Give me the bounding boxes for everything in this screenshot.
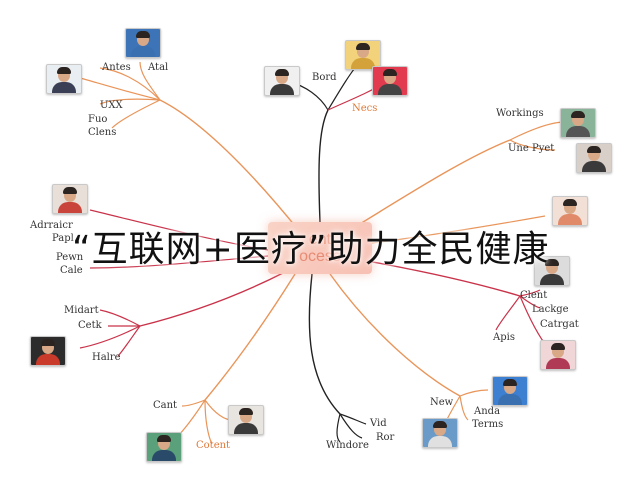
branch-bord (318, 109, 329, 223)
label-anda: Anda (474, 406, 501, 417)
branch-content-b (204, 399, 213, 445)
branch-pewn (89, 255, 269, 269)
label-uxx: UXX (100, 100, 123, 111)
branch-terms (329, 273, 461, 397)
center-node: ent ocess (268, 222, 372, 274)
branch-midart-d (117, 325, 141, 357)
avatar-adriaici (52, 184, 88, 214)
branch-client-b (519, 295, 541, 309)
label-necs: Necs (352, 103, 378, 114)
label-bord: Bord (312, 72, 337, 83)
label-adriaici: Adrraicr (30, 220, 73, 231)
branch-antes-b (139, 61, 161, 101)
branch-content-a (181, 399, 206, 407)
branch-client (349, 257, 521, 297)
branch-midart-a (99, 309, 141, 327)
avatar-une-pyet (576, 143, 612, 173)
branch-client-c (495, 295, 521, 331)
label-fuo: Fuo (88, 114, 108, 125)
label-content: Cotent (196, 440, 231, 451)
branch-midart (139, 271, 286, 327)
branch-antes (159, 99, 301, 233)
avatar-terms (422, 418, 458, 448)
label-cant: Cant (153, 400, 178, 411)
branch-antes-a (99, 67, 161, 101)
branch-adriaici (89, 209, 269, 251)
branch-workings-a (509, 121, 566, 141)
avatar-new (492, 376, 528, 406)
label-vid: Vid (370, 418, 387, 429)
avatar-necs-top (345, 40, 381, 70)
branch-right-mid (349, 215, 546, 247)
avatar-bord (264, 66, 300, 96)
branch-windore-a (339, 413, 367, 425)
avatar-apis (540, 340, 576, 370)
label-lackge: Lackge (532, 304, 569, 315)
branch-windore (308, 273, 341, 415)
label-antes: Antes (102, 62, 131, 73)
label-clients: Clens (88, 127, 117, 138)
avatar-cant (146, 432, 182, 462)
branch-terms-a (459, 389, 489, 397)
label-midart: Midart (64, 305, 99, 316)
headline-title: “互联网+医疗”助力全民健康 (72, 229, 550, 270)
label-papl: Papl (52, 233, 74, 244)
label-cattgat: Catrgat (540, 319, 579, 330)
label-pewn: Pewn (56, 252, 84, 263)
label-terms: Terms (472, 419, 504, 430)
label-cale: Cale (60, 265, 83, 276)
avatar-content (228, 405, 264, 435)
branch-terms-b (459, 395, 469, 421)
branch-antes-d (111, 99, 161, 129)
label-workings: Workings (496, 108, 544, 119)
avatar-workings (560, 108, 596, 138)
label-apis: Apis (493, 332, 515, 343)
avatar-necs (372, 66, 408, 96)
avatar-midart (30, 336, 66, 366)
center-node-line1: ent (308, 231, 332, 248)
avatar-client (534, 256, 570, 286)
avatar-right-mid (552, 196, 588, 226)
label-une-pyet: Une Pyet (508, 143, 555, 154)
branch-client-a (519, 289, 541, 297)
branch-workings-b (509, 139, 556, 151)
branch-windore-c (336, 413, 341, 443)
label-atal: Atal (148, 62, 169, 73)
label-cetk: Cetk (78, 320, 102, 331)
branch-content (204, 273, 296, 401)
center-node-line2: ocess (299, 248, 341, 265)
branch-midart-c (79, 325, 141, 349)
label-ror: Ror (376, 432, 395, 443)
branch-antes-c (99, 98, 161, 105)
label-halre: Halre (92, 352, 121, 363)
avatar-uxx-left (46, 64, 82, 94)
label-new: New (430, 397, 454, 408)
branch-windore-b (339, 413, 363, 439)
branch-antes-e (79, 77, 161, 101)
avatar-antes-top (125, 28, 161, 58)
label-client: Clent (520, 290, 548, 301)
label-windore: Windore (326, 440, 369, 451)
